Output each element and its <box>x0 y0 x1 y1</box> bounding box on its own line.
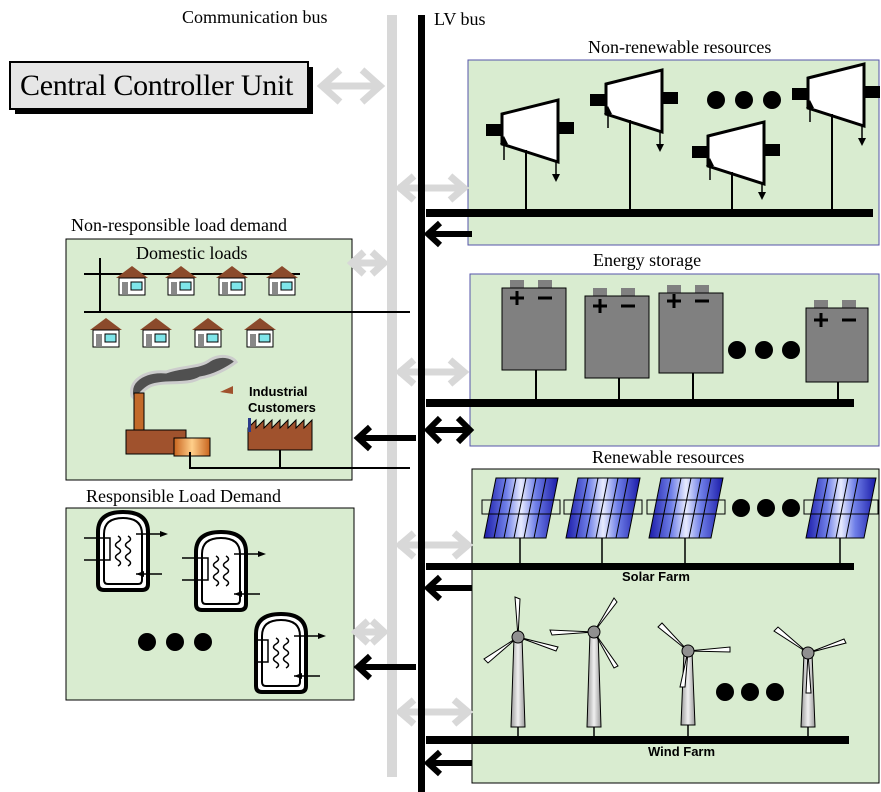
comm-arrow-non-renewable <box>394 173 470 203</box>
smoke-icon <box>130 354 239 400</box>
battery-icon <box>501 280 567 402</box>
industrial-label-line1: Industrial <box>249 384 308 399</box>
water-heater-icon <box>182 529 266 612</box>
water-heaters <box>84 509 326 694</box>
house-icon <box>244 318 276 348</box>
ellipsis-dots-icon <box>707 91 781 109</box>
turbine-generator-icon <box>692 120 780 210</box>
houses <box>90 266 298 348</box>
communication-bus-label: Communication bus <box>182 7 328 27</box>
wind-busbar <box>426 736 849 744</box>
lv-bus-line <box>418 15 425 792</box>
power-arrow-non-renewable <box>423 220 472 248</box>
power-arrow-to-non-responsible-load <box>353 424 416 452</box>
energy-storage-title: Energy storage <box>593 250 702 270</box>
lv-bus-label: LV bus <box>434 9 486 29</box>
power-arrow-storage-bidirectional <box>423 415 475 445</box>
solar-panels <box>481 477 879 563</box>
house-icon <box>165 266 197 296</box>
wind-turbine-icon <box>773 626 847 737</box>
comm-arrow-non-responsible-load <box>346 249 390 277</box>
wind-turbines <box>483 596 847 737</box>
non-responsible-load-title: Non-responsible load demand <box>71 215 287 235</box>
battery-icon <box>658 285 724 403</box>
battery-icon <box>805 300 869 404</box>
solar-panel-icon <box>803 477 879 563</box>
ellipsis-dots-icon <box>138 633 212 651</box>
wind-farm-label: Wind Farm <box>648 744 716 759</box>
controller-comm-arrow <box>316 67 386 105</box>
solar-panel-icon <box>481 477 561 563</box>
house-icon <box>266 266 298 296</box>
solar-busbar <box>426 563 854 570</box>
turbine-generator-icon <box>590 68 678 210</box>
industrial-label-line2: Customers <box>248 400 316 415</box>
central-controller-box <box>9 61 309 110</box>
house-icon <box>216 266 248 296</box>
power-arrow-to-responsible-load <box>353 653 416 681</box>
factory-icon <box>125 386 313 457</box>
house-icon <box>192 318 224 348</box>
domestic-loads-label: Domestic loads <box>136 243 248 263</box>
renewable-title: Renewable resources <box>592 447 745 467</box>
wind-turbine-icon <box>549 597 619 737</box>
house-icon <box>140 318 172 348</box>
power-arrow-wind <box>423 749 472 777</box>
water-heater-icon <box>254 611 326 694</box>
ellipsis-dots-icon <box>728 341 800 359</box>
central-controller-label: Central Controller Unit <box>20 69 294 102</box>
responsible-load-title: Responsible Load Demand <box>86 486 281 506</box>
water-heater-icon <box>84 509 168 592</box>
comm-arrow-responsible-load <box>350 618 390 646</box>
storage-busbar <box>426 399 854 407</box>
non-renewable-busbar <box>426 209 873 217</box>
communication-bus-line <box>387 15 397 777</box>
comm-arrow-storage <box>394 357 470 387</box>
non-renewable-title: Non-renewable resources <box>588 37 772 57</box>
comm-arrow-solar <box>394 530 474 560</box>
comm-arrow-wind <box>394 697 474 727</box>
turbine-generator-icon <box>792 62 880 210</box>
turbine-generator-icon <box>486 98 574 210</box>
industrial-feeder-lines <box>189 450 410 469</box>
ellipsis-dots-icon <box>732 499 800 517</box>
battery-icon <box>584 288 650 402</box>
solar-panel-icon <box>563 477 643 563</box>
house-icon <box>116 266 148 296</box>
wind-turbine-icon <box>483 596 559 737</box>
solar-farm-label: Solar Farm <box>622 569 690 584</box>
ellipsis-dots-icon <box>716 683 784 701</box>
power-arrow-solar <box>423 574 472 602</box>
generators <box>486 62 880 210</box>
house-icon <box>90 318 122 348</box>
solar-panel-icon <box>646 477 726 563</box>
wind-turbine-icon <box>657 622 731 737</box>
batteries <box>501 280 869 404</box>
